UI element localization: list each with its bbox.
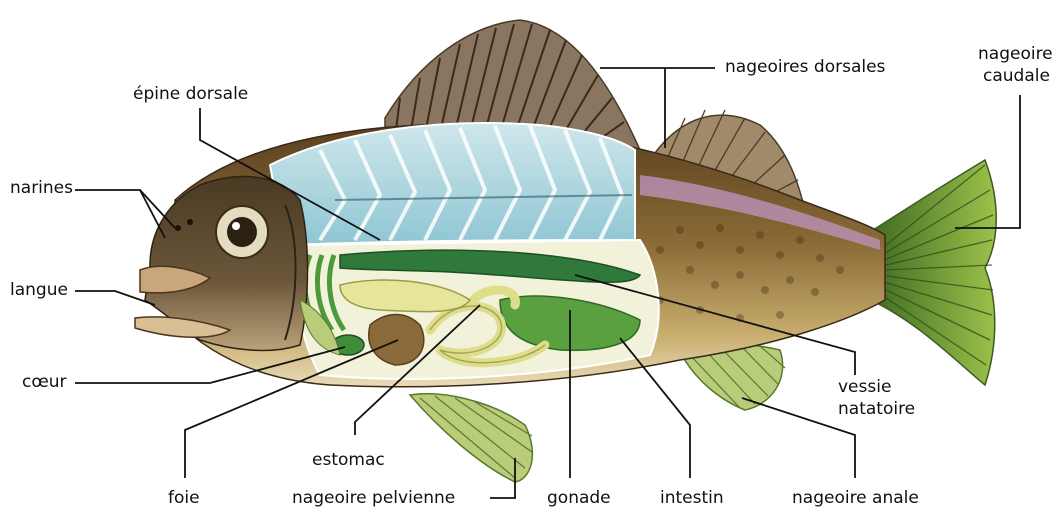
label-vessie-line2: natatoire	[838, 399, 915, 419]
label-nageoires-dorsales: nageoires dorsales	[725, 57, 885, 77]
caudal-fin	[870, 160, 996, 385]
label-gonade: gonade	[547, 488, 611, 508]
leader-narines	[75, 190, 175, 228]
label-foie: foie	[168, 488, 200, 508]
fish-head	[135, 177, 308, 351]
label-estomac: estomac	[312, 450, 385, 470]
label-narines: narines	[10, 178, 73, 198]
label-intestin: intestin	[660, 488, 724, 508]
label-nageoire-anale: nageoire anale	[792, 488, 919, 508]
leader-langue	[75, 291, 155, 305]
label-nageoire-caudale-line2: caudale	[983, 66, 1050, 86]
label-coeur: cœur	[22, 372, 67, 392]
label-epine-dorsale: épine dorsale	[133, 84, 248, 104]
label-langue: langue	[10, 280, 68, 300]
label-nageoire-pelvienne: nageoire pelvienne	[292, 488, 455, 508]
organ-cavity	[294, 240, 658, 379]
label-nageoire-caudale-line1: nageoire	[978, 44, 1053, 64]
pelvic-fin	[410, 394, 532, 482]
label-vessie-line1: vessie	[838, 377, 891, 397]
